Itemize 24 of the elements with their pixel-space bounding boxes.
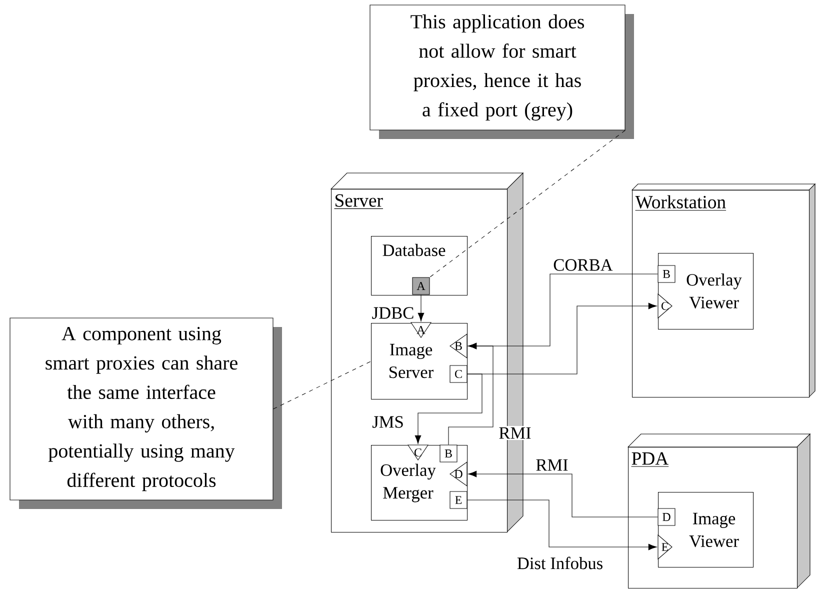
port-square: B [658,265,676,283]
edge-label: Dist Infobus [516,556,604,571]
note: A component using smart proxies can share the same interface with many others, potentially using many different protocols [10,318,282,509]
port-triangle: C [408,444,429,460]
edge-label: JMS [370,414,406,430]
note: This application does not allow for smart proxies, hence it has a fixed port (grey) [370,4,634,139]
connector-arrow [467,500,657,550]
leader-line [430,130,626,278]
connector-arrow [418,294,424,322]
port-square: C [450,365,468,383]
port-triangle: A [410,322,432,338]
port-square: E [450,491,468,509]
connector-arrow [414,374,482,444]
edge-label: CORBA [552,258,614,272]
port-square: A [412,277,430,295]
edge-label: RMI [534,458,570,472]
port-triangle: D [450,462,468,487]
connector-arrow [448,342,494,445]
leader-line [273,361,372,410]
edge-label: RMI [497,426,533,440]
port-square: B [440,444,458,462]
edge-label: JDBC [370,306,416,320]
port-square: D [658,508,676,526]
connector-arrow [468,470,658,518]
